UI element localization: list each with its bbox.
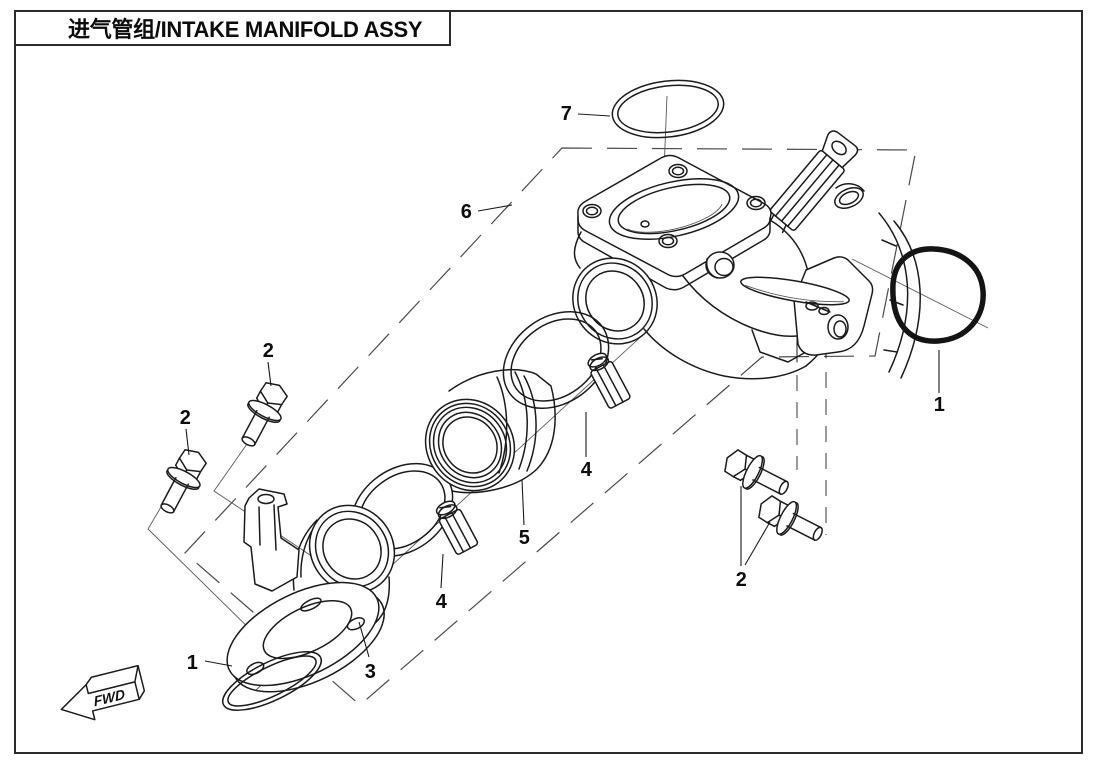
part-bolt-left-upper	[230, 375, 296, 454]
callout-6: 6	[461, 201, 472, 223]
page-border	[14, 10, 1083, 754]
callout-3: 3	[365, 661, 376, 683]
part-bolt-right-lower	[751, 487, 830, 553]
part-oring-right	[890, 246, 986, 344]
fwd-arrow: FWD	[60, 664, 146, 721]
flange-bolt-holes	[582, 163, 766, 249]
callout-5: 5	[519, 527, 530, 549]
callout-1-right: 1	[934, 394, 945, 416]
assembly-boundary-dashed	[184, 147, 917, 706]
part-oring-bottom	[222, 651, 322, 711]
part-intake-manifold	[572, 130, 921, 380]
callout-2-right: 2	[736, 569, 747, 591]
title-box: 进气管组/INTAKE MANIFOLD ASSY	[14, 10, 451, 46]
sensor-block	[768, 130, 859, 234]
callout-2-left-lower: 2	[180, 407, 191, 429]
callout-7: 7	[561, 103, 572, 125]
callout-4-lower: 4	[436, 591, 448, 613]
part-connector-sleeve	[424, 368, 556, 494]
part-oring-top	[611, 79, 725, 139]
fwd-label: FWD	[93, 686, 126, 710]
page-title: 进气管组/INTAKE MANIFOLD ASSY	[68, 17, 423, 42]
callout-4-upper: 4	[581, 459, 593, 481]
part-bolt-right-upper	[717, 441, 796, 507]
part-intake-boot	[226, 488, 396, 693]
callout-leaders	[185, 113, 940, 667]
callout-2-left-upper: 2	[263, 340, 274, 362]
callout-1-left: 1	[187, 652, 198, 674]
part-bolt-left-lower	[149, 442, 215, 521]
part-clamp-upper	[502, 310, 631, 410]
